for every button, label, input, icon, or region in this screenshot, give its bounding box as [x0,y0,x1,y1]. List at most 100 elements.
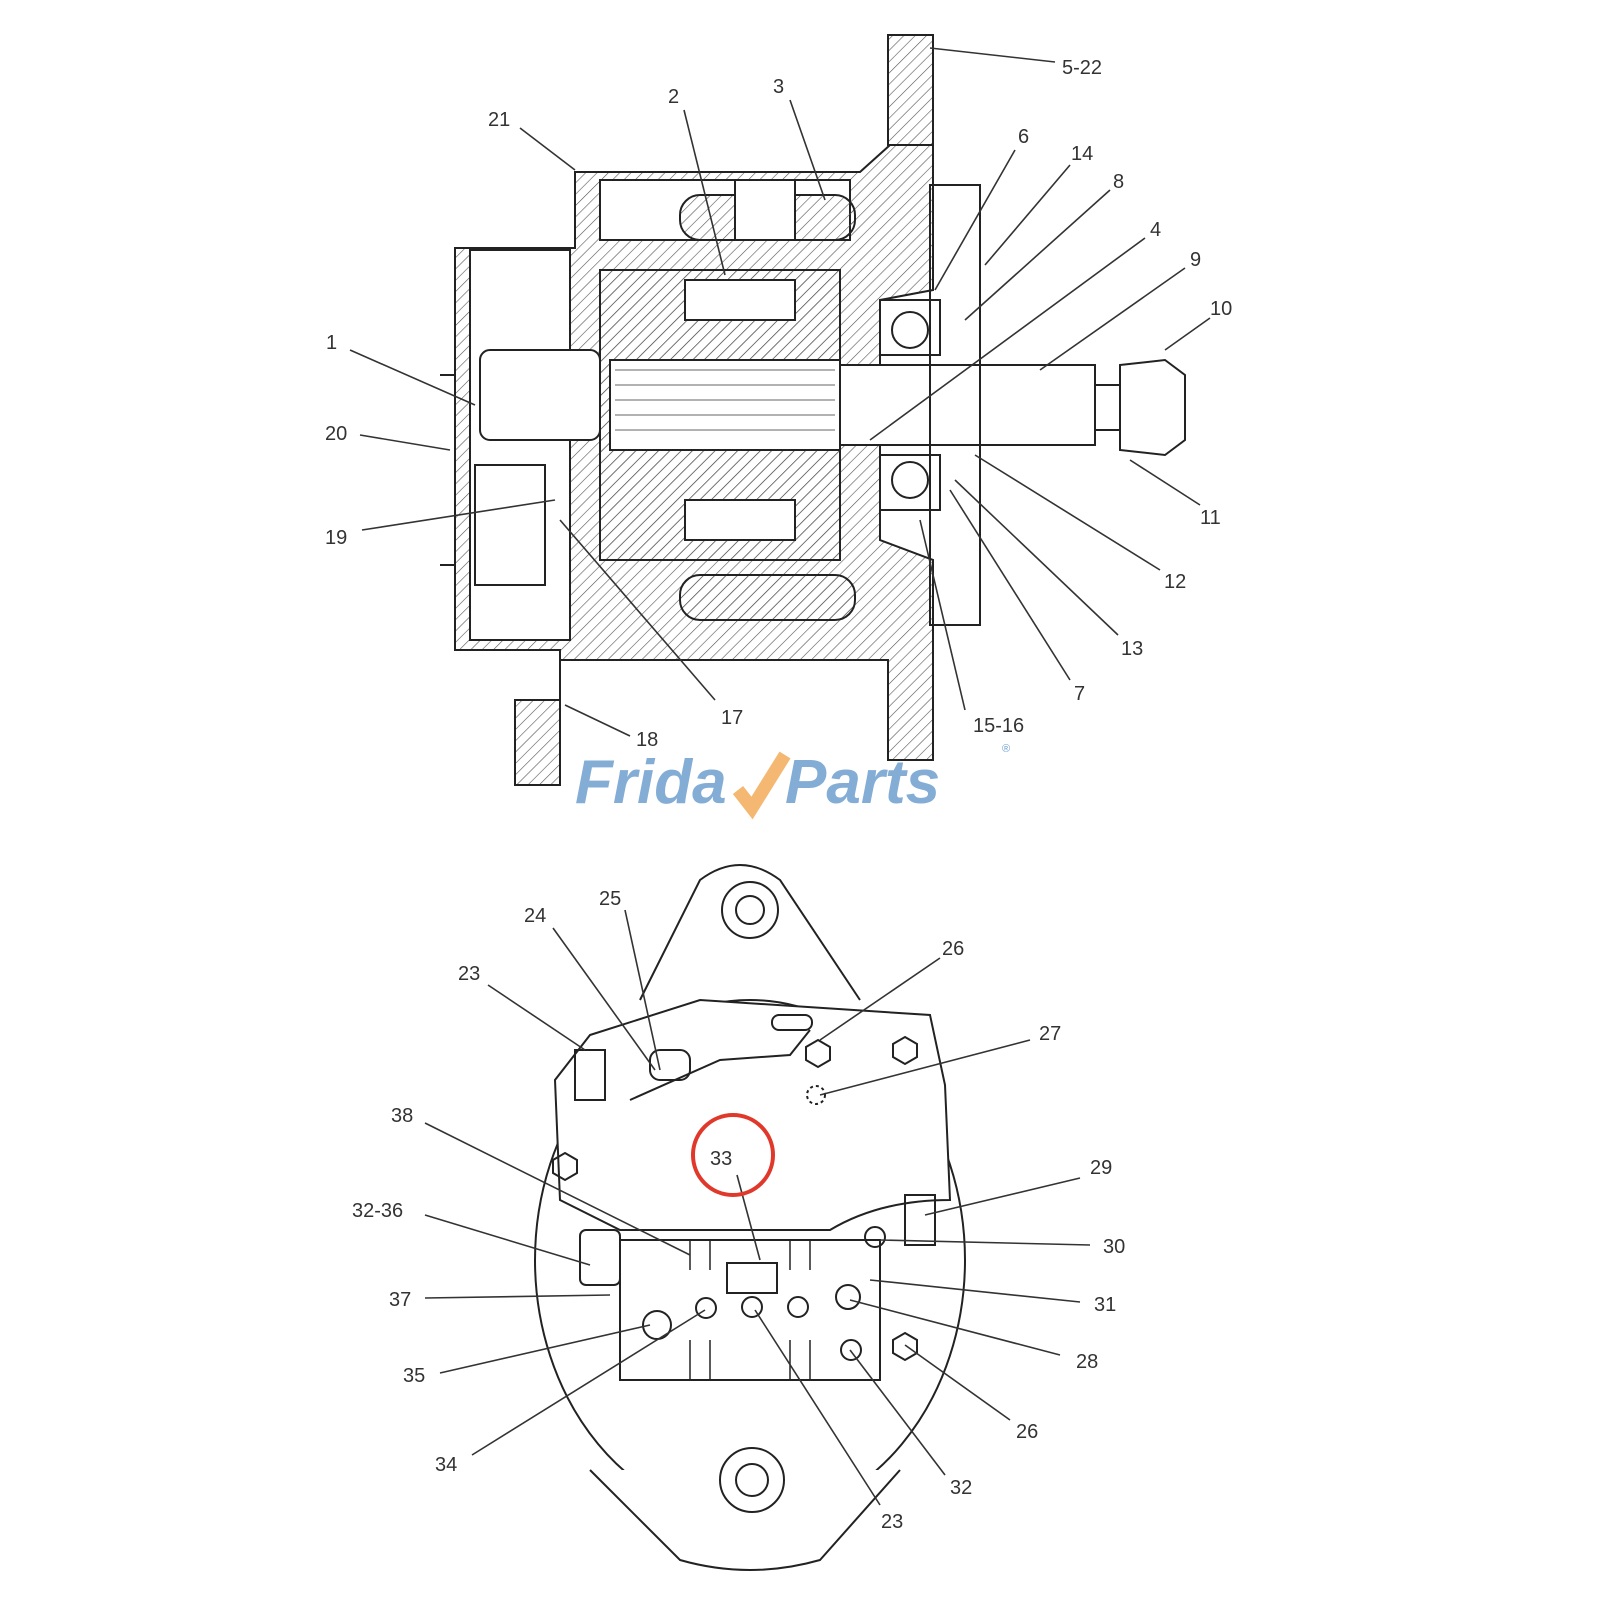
mounting-ear [887,34,934,146]
nut [840,1339,862,1361]
leader-line [904,1344,1011,1421]
leader-line [564,704,631,737]
registered-mark: ® [1002,743,1010,755]
leader-line [683,109,726,276]
leader-line [919,519,966,711]
leader-line [424,1214,591,1266]
nut [741,1296,763,1318]
terminal [574,1049,606,1101]
callout-label: 2 [668,86,679,108]
callout-label: 10 [1210,298,1232,320]
capacitor [579,1229,621,1286]
leader-line [754,1309,881,1506]
leader-line [424,1122,691,1256]
mount-hole-inner [735,1463,769,1497]
leader-line [349,349,476,406]
field-coil-bottom [684,499,796,541]
callout-label: 12 [1164,571,1186,593]
leader-line [624,909,661,1071]
highlight-circle [691,1113,775,1197]
callout-label: 7 [1074,683,1085,705]
leader-line [924,1177,1081,1216]
washer [1094,384,1121,431]
nut [1119,358,1186,457]
hidden-hole [806,1085,826,1105]
callout-label: 27 [1039,1023,1061,1045]
callout-label: 31 [1094,1294,1116,1316]
callout-label: 8 [1113,171,1124,193]
watermark-right: Parts [785,748,940,817]
bearing-ball [891,311,929,349]
leader-line [974,454,1161,571]
leader-line [736,1174,761,1261]
leader-line [954,479,1119,636]
screw [649,1049,691,1081]
diode-block [726,1262,778,1294]
callout-label: 24 [524,905,546,927]
callout-label: 23 [458,963,480,985]
callout-label: 32 [950,1477,972,1499]
nut [695,1297,717,1319]
callout-label: 4 [1150,219,1161,241]
leader-line [849,1349,946,1476]
callout-label: 37 [389,1289,411,1311]
callout-label: 6 [1018,126,1029,148]
callout-label: 18 [636,729,658,751]
callout-label: 17 [721,707,743,729]
field-coil-top [684,279,796,321]
leader-line [819,1039,1031,1096]
callout-label: 28 [1076,1351,1098,1373]
leader-line [487,984,586,1051]
leader-line [849,1299,1061,1356]
rectifier-assembly [619,1239,881,1381]
callout-label: 25 [599,888,621,910]
leader-line [819,957,941,1041]
rear-cover [553,998,952,1231]
leader-line [984,164,1071,266]
leader-line [519,127,576,171]
callout-label: 14 [1071,143,1093,165]
leader-line [424,1294,611,1299]
nut [787,1296,809,1318]
mount-hole [719,1447,785,1513]
leader-line [789,99,826,201]
leader-line [929,47,1056,63]
nut [864,1226,886,1248]
callout-label: 3 [773,76,784,98]
top-mount [639,864,861,1001]
callout-label: 21 [488,109,510,131]
leader-line [559,519,716,701]
bearing-rear [479,349,601,441]
callout-label: 5-22 [1062,57,1102,79]
leader-line [964,189,1111,321]
callout-label: 11 [1200,507,1221,529]
leader-line [1164,317,1211,351]
hex-bolt [805,1038,831,1069]
sectional-view [440,34,1186,786]
callout-label: 26 [1016,1421,1038,1443]
bottom-mount [589,1469,901,1571]
callout-label: 9 [1190,249,1201,271]
rotor-shaft-splines [609,359,841,451]
hex-bolt [552,1151,578,1182]
regulator [474,464,546,586]
callout-label: 33 [710,1148,732,1170]
nut [835,1284,861,1310]
watermark: Frida Parts ® [575,743,1010,820]
callout-label: 32-36 [352,1200,403,1222]
spline-lines [615,369,835,431]
callout-label: 26 [942,938,964,960]
leader-line [552,927,656,1071]
leader-line [439,1324,651,1374]
end-view [534,864,966,1571]
slot [771,1014,813,1031]
callout-label: 30 [1103,1236,1125,1258]
hex-bolt [892,1035,918,1066]
leader-line [879,1239,1091,1246]
mount-hole-inner [735,895,765,925]
pulley-flange [929,184,981,626]
callout-label: 15-16 [973,715,1024,737]
callout-label: 35 [403,1365,425,1387]
